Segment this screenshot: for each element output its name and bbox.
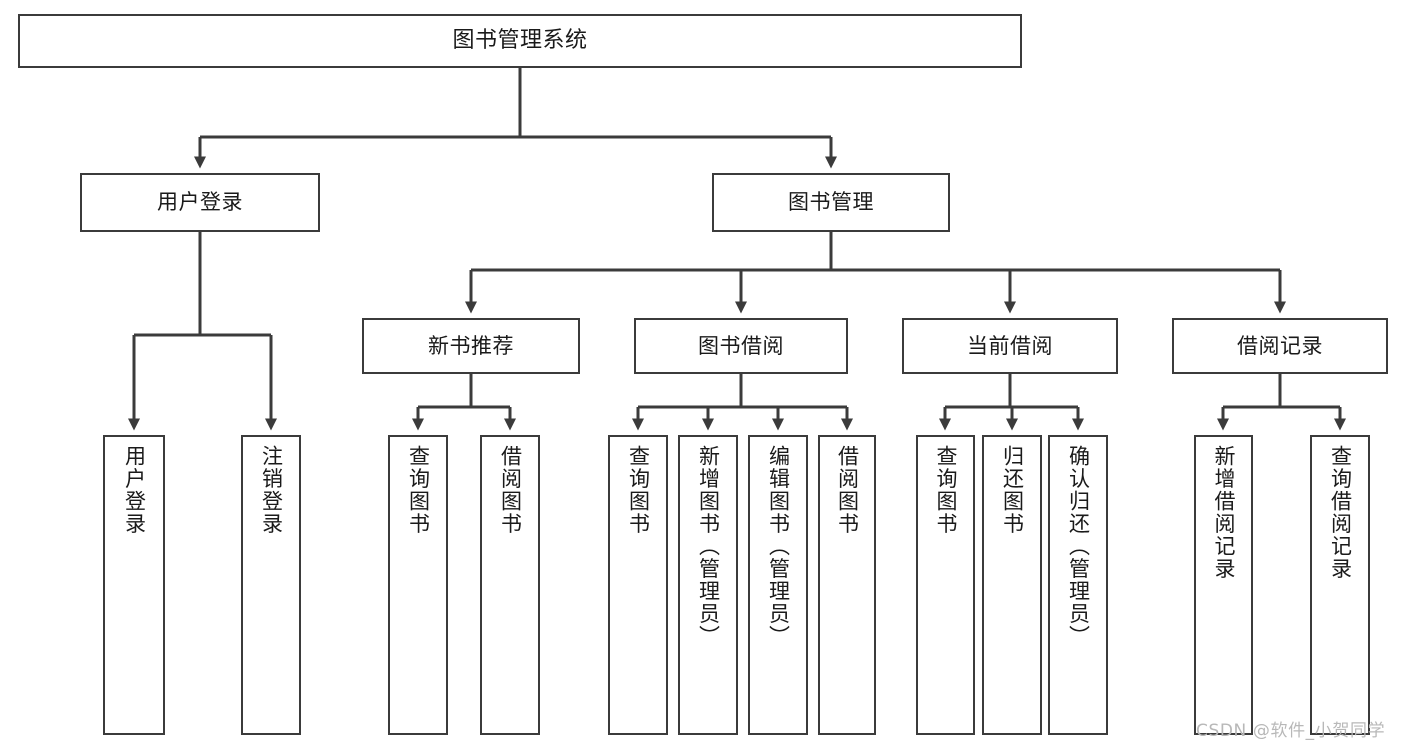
node-leaf-confirm-return[interactable]: 确认归还（管理员） (1048, 435, 1108, 735)
node-label-borrow-record: 借阅记录 (1237, 333, 1323, 358)
node-label-leaf-add-record: 新增借阅记录 (1211, 445, 1236, 580)
node-leaf-add-book[interactable]: 新增图书（管理员） (678, 435, 738, 735)
node-label-new-book-rec: 新书推荐 (428, 333, 514, 358)
node-label-root: 图书管理系统 (452, 28, 588, 54)
node-label-leaf-borrow-book-1: 借阅图书 (498, 445, 523, 535)
node-label-leaf-return-book: 归还图书 (1000, 445, 1025, 535)
node-label-leaf-query-book-3: 查询图书 (933, 445, 958, 535)
node-label-current-borrow: 当前借阅 (967, 333, 1053, 358)
node-leaf-borrow-book-1[interactable]: 借阅图书 (480, 435, 540, 735)
node-label-book-borrow: 图书借阅 (698, 333, 784, 358)
node-new-book-rec[interactable]: 新书推荐 (362, 318, 580, 374)
node-leaf-return-book[interactable]: 归还图书 (982, 435, 1042, 735)
node-leaf-user-login[interactable]: 用户登录 (103, 435, 165, 735)
node-label-leaf-query-book-1: 查询图书 (406, 445, 431, 535)
csdn-watermark: CSDN @软件_小贺同学 (1196, 721, 1386, 741)
node-leaf-logout[interactable]: 注销登录 (241, 435, 301, 735)
node-label-leaf-query-record: 查询借阅记录 (1328, 445, 1353, 580)
node-user-login[interactable]: 用户登录 (80, 173, 320, 232)
node-root[interactable]: 图书管理系统 (18, 14, 1022, 68)
node-leaf-query-book-2[interactable]: 查询图书 (608, 435, 668, 735)
node-leaf-query-record[interactable]: 查询借阅记录 (1310, 435, 1370, 735)
node-current-borrow[interactable]: 当前借阅 (902, 318, 1118, 374)
node-label-leaf-add-book: 新增图书（管理员） (696, 445, 721, 648)
node-book-manage[interactable]: 图书管理 (712, 173, 950, 232)
node-leaf-query-book-1[interactable]: 查询图书 (388, 435, 448, 735)
node-label-leaf-user-login: 用户登录 (122, 445, 147, 535)
node-label-book-manage: 图书管理 (788, 190, 874, 215)
node-leaf-add-record[interactable]: 新增借阅记录 (1194, 435, 1253, 735)
node-leaf-query-book-3[interactable]: 查询图书 (916, 435, 975, 735)
node-leaf-edit-book[interactable]: 编辑图书（管理员） (748, 435, 808, 735)
node-label-leaf-query-book-2: 查询图书 (626, 445, 651, 535)
node-label-leaf-borrow-book-2: 借阅图书 (835, 445, 860, 535)
node-label-user-login: 用户登录 (157, 190, 243, 215)
node-leaf-borrow-book-2[interactable]: 借阅图书 (818, 435, 876, 735)
node-borrow-record[interactable]: 借阅记录 (1172, 318, 1388, 374)
node-label-leaf-confirm-return: 确认归还（管理员） (1066, 445, 1091, 648)
node-book-borrow[interactable]: 图书借阅 (634, 318, 848, 374)
node-label-leaf-edit-book: 编辑图书（管理员） (766, 445, 791, 648)
node-label-leaf-logout: 注销登录 (259, 445, 284, 535)
